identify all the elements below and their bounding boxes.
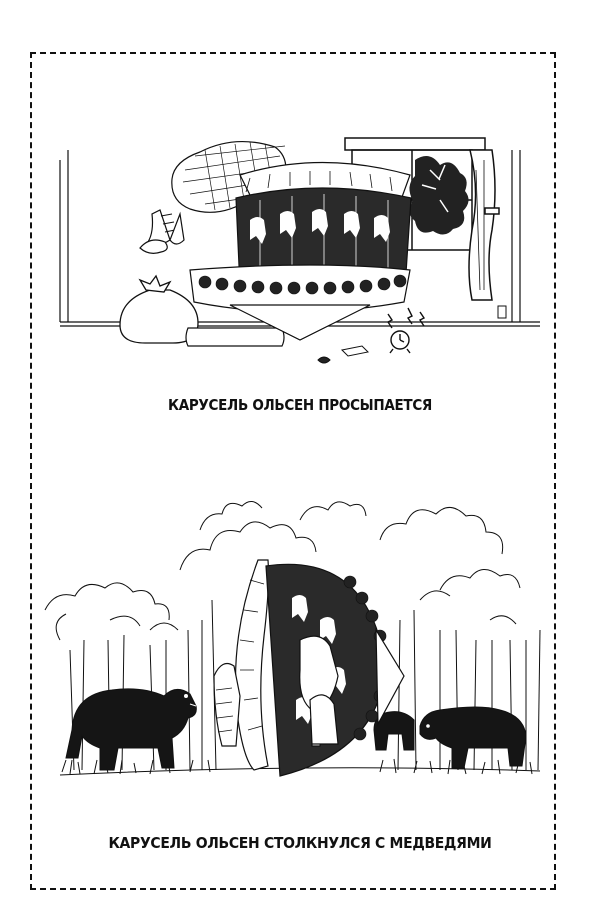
mat-icon [185,327,285,347]
bear-icon [65,688,197,771]
sack-icon [119,274,199,344]
window-icon [344,137,500,301]
panel-forest [0,490,600,820]
carousel-icon [189,161,412,341]
panel-2-caption: КАРУСЕЛЬ ОЛЬСЕН СТОЛКНУЛСЯ С МЕДВЕДЯМИ [108,834,492,852]
book-icon [340,345,370,357]
bear-icon [373,706,527,769]
comic-page-border [30,52,556,890]
forest-illustration [44,501,541,777]
bedroom-illustration [59,137,540,364]
alarm-clock-icon [386,307,426,354]
carousel-icon [213,559,405,777]
panel-1-caption: КАРУСЕЛЬ ОЛЬСЕН ПРОСЫПАЕТСЯ [167,396,433,414]
slipper-icon [317,356,331,364]
wall-outlet-icon [497,305,507,319]
panel-bedroom [0,130,600,380]
